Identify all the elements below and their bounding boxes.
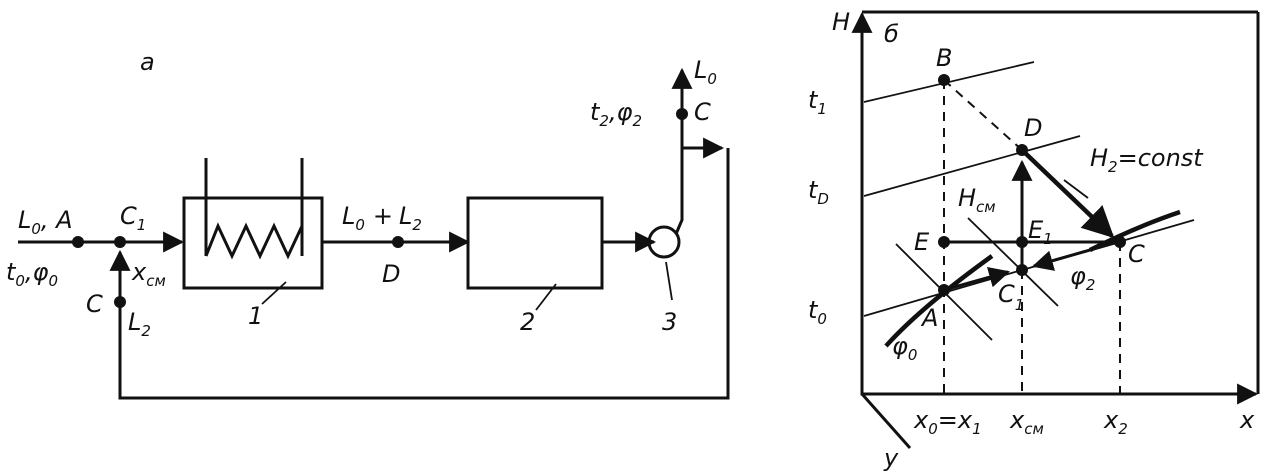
point-b (938, 74, 950, 86)
h-axis-label: H (832, 8, 850, 36)
xcm-tick-label: xсм (1009, 406, 1044, 438)
h-line-c1 (967, 217, 1059, 307)
process-scheme: а L0, A t0,φ0 C1 xсм C L2 1 L0+L2 D 2 (6, 48, 730, 400)
point-c (1114, 236, 1126, 248)
point-e (938, 236, 950, 248)
heater-coil (204, 222, 304, 260)
isotherm-t1-label: t1 (808, 86, 827, 118)
point-b-label: B (936, 44, 952, 72)
y-axis-line (860, 393, 912, 449)
dryer-leader (535, 283, 557, 311)
y-axis-label: y (883, 444, 899, 471)
point-c1-label: C1 (998, 280, 1024, 314)
x2-tick-label: x2 (1103, 406, 1128, 438)
scheme-panel-label: а (140, 48, 155, 76)
point-c1-marker (114, 236, 126, 248)
fan-number: 3 (662, 308, 677, 336)
out-point-label: C (694, 98, 711, 126)
isotherm-td (863, 135, 1081, 197)
inlet-flow-label: L0, A (18, 206, 73, 238)
isotherm-t0 (863, 219, 1195, 317)
fan-leader (665, 261, 673, 301)
phi2-curve (1088, 209, 1181, 253)
heater-leader (261, 281, 287, 305)
out-point-marker (676, 108, 688, 120)
x1-tick-label: x0=x1 (913, 406, 982, 438)
point-e1-label: E1 (1028, 216, 1053, 248)
isotherm-t0-label: t0 (808, 296, 827, 328)
point-a-label: A (920, 304, 938, 332)
recycle-flow-label: L2 (128, 308, 151, 340)
out-state-label: t2,φ2 (590, 98, 642, 130)
diagram-panel-label: б (884, 20, 899, 48)
bd-dashed (943, 79, 1023, 151)
outlet-stack (671, 67, 693, 235)
h2-const-label: H2=const (1090, 144, 1204, 176)
point-a (938, 284, 950, 296)
total-flow-label: L0+L2 (342, 202, 422, 234)
recycle-point-label: C (86, 290, 103, 318)
point-d-label: D (1024, 114, 1042, 142)
a-c1-line (943, 267, 1011, 292)
point-d (1016, 144, 1028, 156)
out-flow-label: L0 (694, 56, 717, 88)
phi2-label: φ2 (1070, 262, 1095, 294)
h2-leader (1063, 179, 1089, 199)
isotherm-td-label: tD (808, 176, 829, 208)
phi0-curve (884, 254, 994, 348)
point-e1 (1016, 236, 1028, 248)
point-d-marker (392, 236, 404, 248)
mix-moisture-label: xсм (131, 258, 166, 290)
recycle-point-marker (114, 296, 126, 308)
mix-point-label: C1 (120, 202, 146, 234)
inlet-state-label: t0,φ0 (6, 258, 58, 290)
point-a-marker (72, 236, 84, 248)
dryer-box (466, 196, 604, 290)
point-c-label: C (1128, 240, 1145, 268)
c-c1-line (1031, 240, 1119, 271)
phi0-label: φ0 (892, 332, 917, 364)
recycle-line (109, 148, 730, 400)
diagram-axes (860, 18, 1254, 396)
point-c1 (1016, 264, 1028, 276)
fan-circle (647, 225, 681, 259)
x-axis-label: x (1239, 406, 1255, 434)
heater-number: 1 (248, 302, 263, 330)
d-c-line (1020, 148, 1115, 239)
point-d-label: D (382, 260, 400, 288)
point-e-label: E (914, 228, 930, 256)
h-mix-label: Hсм (958, 184, 996, 216)
dryer-number: 2 (520, 308, 535, 336)
hx-diagram: H б x y t1 tD t0 (808, 8, 1260, 471)
